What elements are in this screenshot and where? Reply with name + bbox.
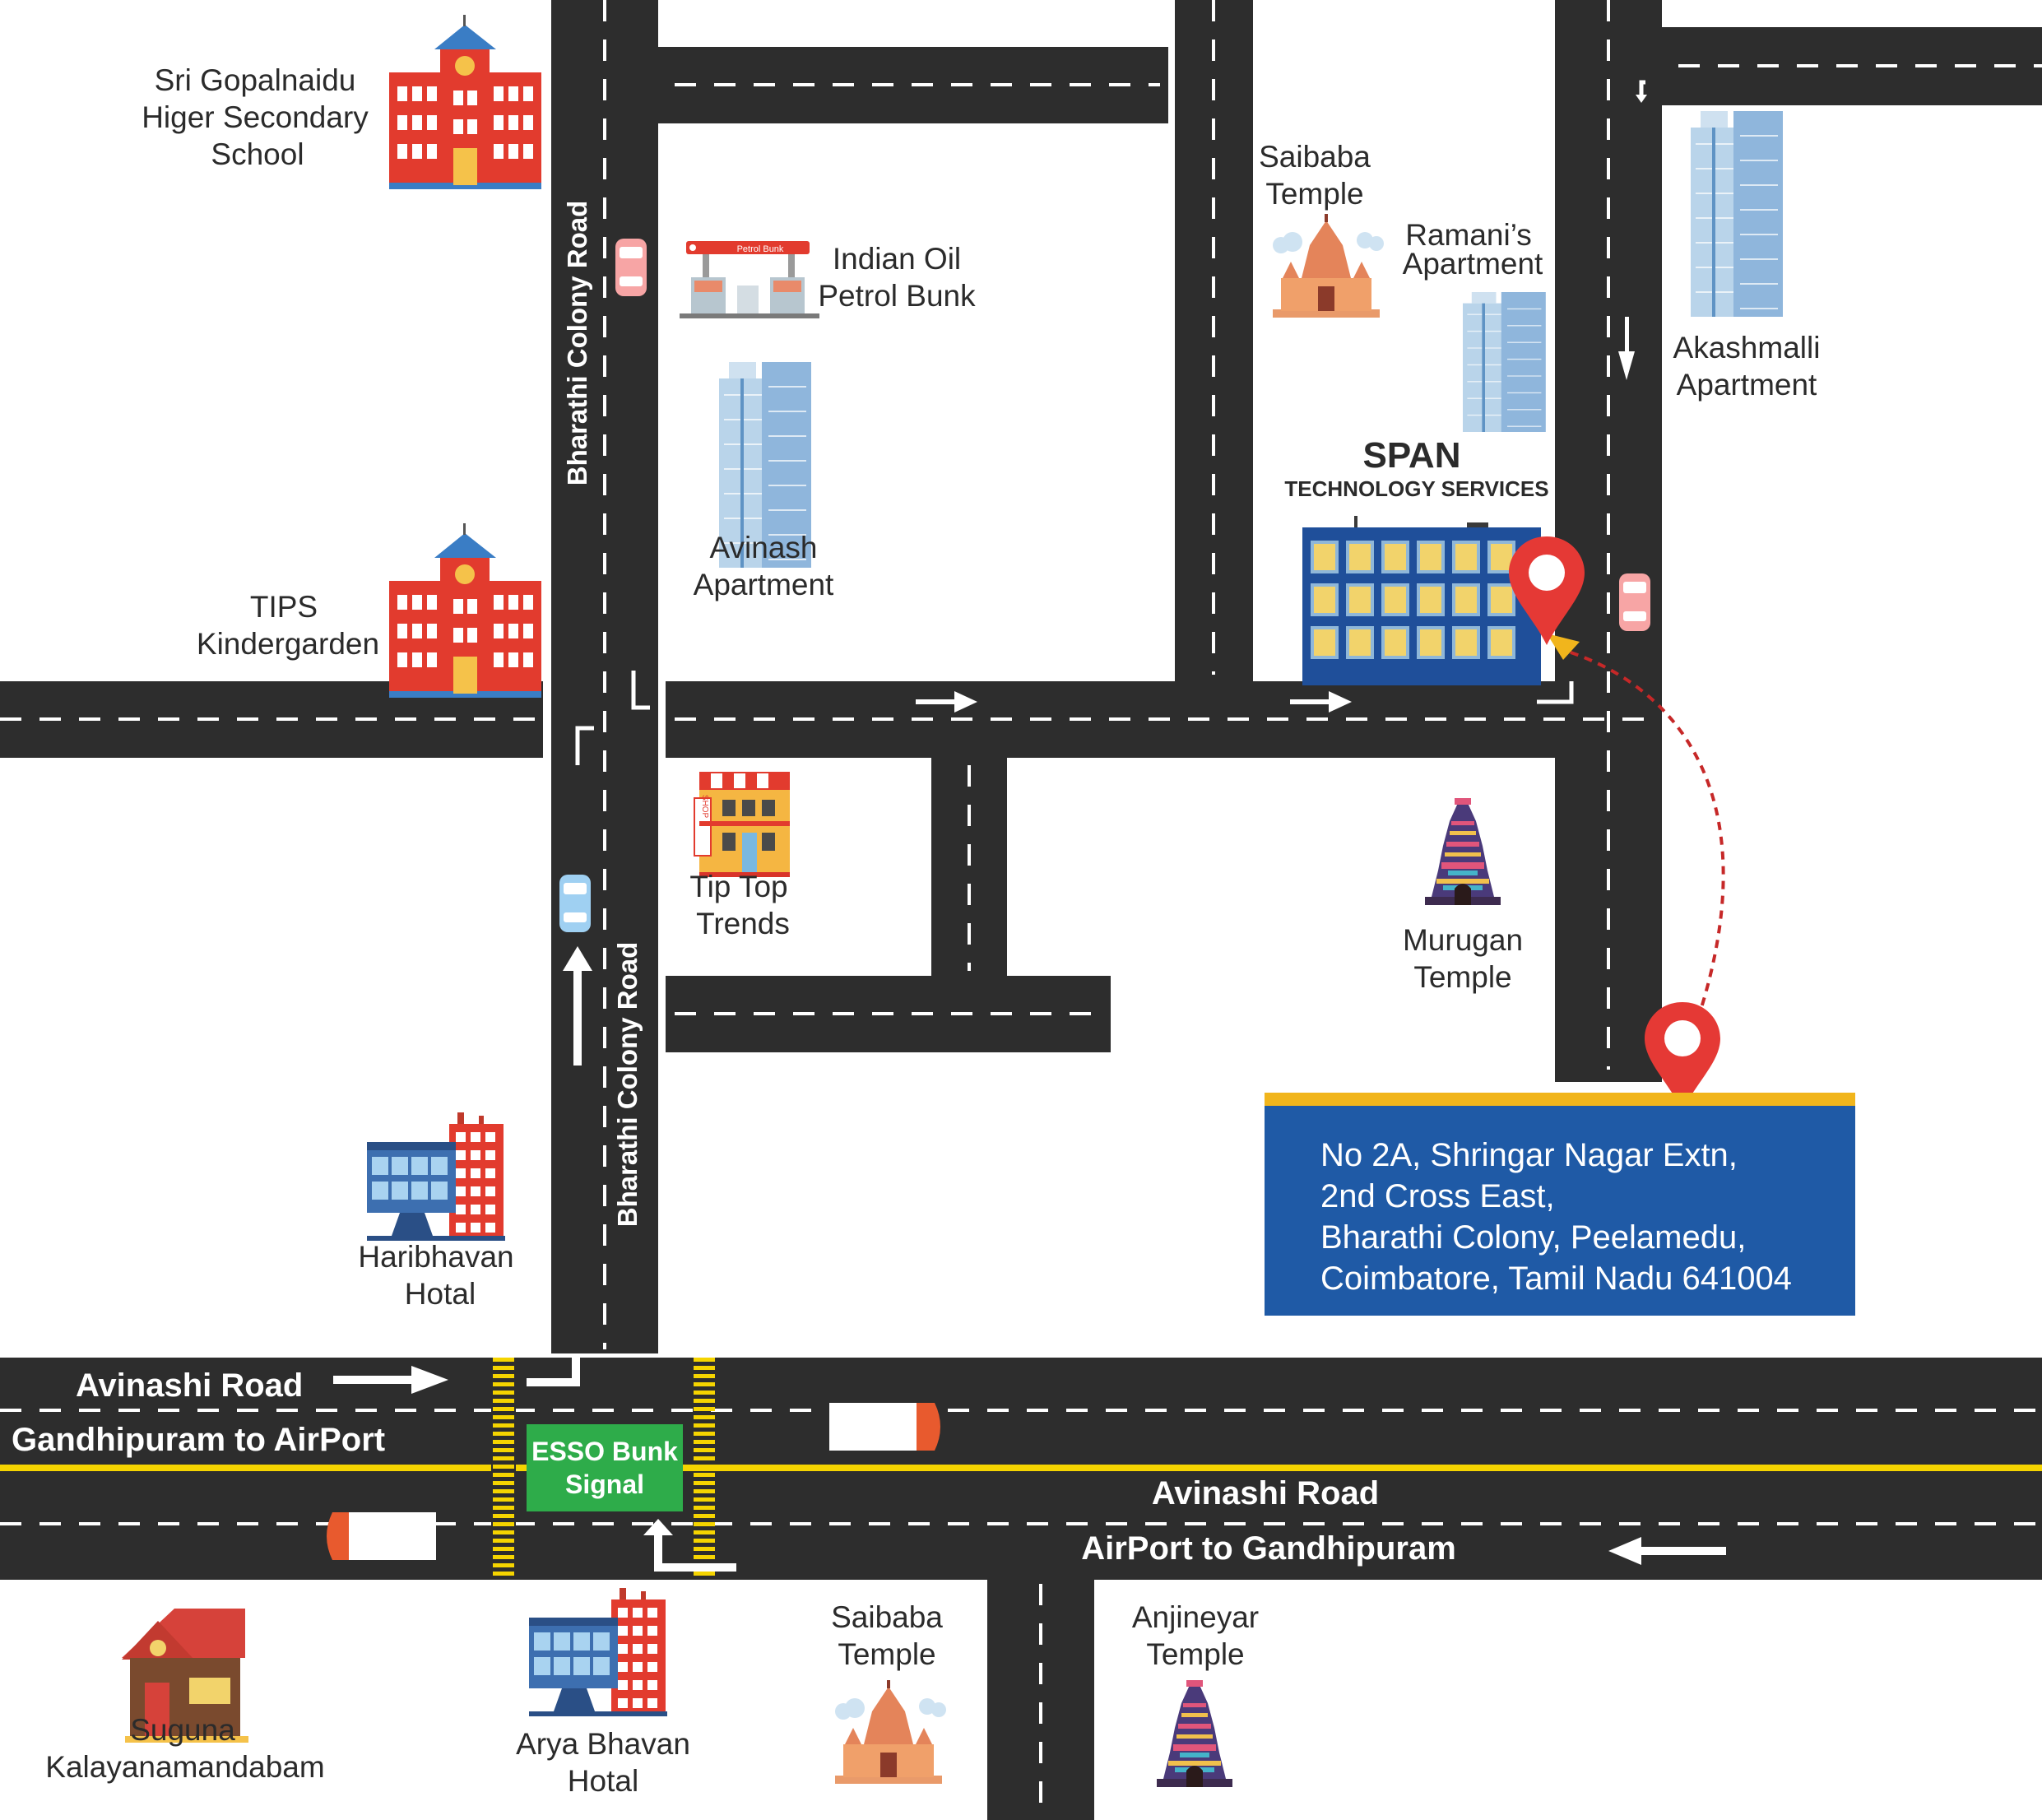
apartment-icon — [1689, 109, 1784, 318]
gopuram-icon — [1157, 1680, 1232, 1787]
road-label-gandhipuram-to-airport: Gandhipuram to AirPort — [12, 1422, 385, 1458]
arrow-icon — [333, 1366, 448, 1394]
span-subtitle: TECHNOLOGY SERVICES — [1284, 476, 1548, 501]
address-box: No 2A, Shringar Nagar Extn, 2nd Cross Ea… — [1265, 1093, 1855, 1316]
shop-sign-text: SHOP — [700, 795, 709, 819]
road-label-airport-to-gandhipuram: AirPort to Gandhipuram — [1081, 1530, 1456, 1567]
direction-arrows — [333, 80, 1726, 1572]
office-building-icon — [1302, 516, 1541, 685]
gopuram-icon — [1425, 798, 1501, 905]
arrow-icon — [563, 946, 592, 1066]
route-arrowhead — [1547, 634, 1580, 660]
esso-signal-line-1: ESSO Bunk — [531, 1437, 678, 1466]
school-icon — [389, 523, 541, 698]
truck-icon — [327, 1512, 436, 1560]
address-line-4: Coimbatore, Tamil Nadu 641004 — [1320, 1261, 1792, 1297]
esso-signal-badge: ESSO Bunk Signal — [527, 1424, 683, 1511]
hotel-icon — [529, 1588, 667, 1716]
arrow-icon — [1636, 80, 1647, 103]
span-title: SPAN — [1363, 435, 1461, 476]
hotel-icon — [367, 1112, 505, 1241]
apartment-icon — [1461, 290, 1548, 434]
arrow-icon — [1290, 691, 1352, 713]
temple-icon — [835, 1680, 946, 1784]
truck-icon — [829, 1403, 940, 1451]
school-icon — [389, 15, 541, 189]
shop-icon: SHOP — [694, 772, 790, 877]
petrol-pump-icon: Petrol Bunk — [680, 241, 819, 318]
temple-icon — [1273, 214, 1384, 318]
address-line-2: 2nd Cross East, — [1320, 1178, 1555, 1214]
esso-signal-line-2: Signal — [564, 1469, 644, 1499]
petrol-sign-text: Petrol Bunk — [737, 244, 784, 254]
arrow-icon — [527, 1353, 580, 1386]
arrow-icon — [575, 726, 594, 765]
arrow-icon — [1537, 681, 1574, 704]
crosswalk-left — [491, 1358, 516, 1580]
arrow-icon — [643, 1519, 736, 1572]
road-label-avinashi-north: Avinashi Road — [76, 1367, 303, 1404]
arrow-icon — [916, 691, 977, 713]
arrow-icon — [1618, 317, 1635, 380]
road-label-avinashi-south: Avinashi Road — [1152, 1475, 1379, 1511]
route-path — [1562, 648, 1725, 1062]
arrow-icon — [631, 671, 650, 710]
road-label-bharathi-upper: Bharathi Colony Road — [562, 201, 592, 486]
car-icon — [559, 875, 591, 932]
address-line-3: Bharathi Colony, Peelamedu, — [1320, 1219, 1747, 1256]
car-icon — [615, 239, 647, 296]
address-line-1: No 2A, Shringar Nagar Extn, — [1320, 1137, 1738, 1173]
house-icon — [122, 1609, 248, 1743]
arrow-icon — [1608, 1537, 1726, 1565]
road-label-bharathi-lower: Bharathi Colony Road — [612, 942, 643, 1228]
car-icon — [1619, 573, 1650, 631]
